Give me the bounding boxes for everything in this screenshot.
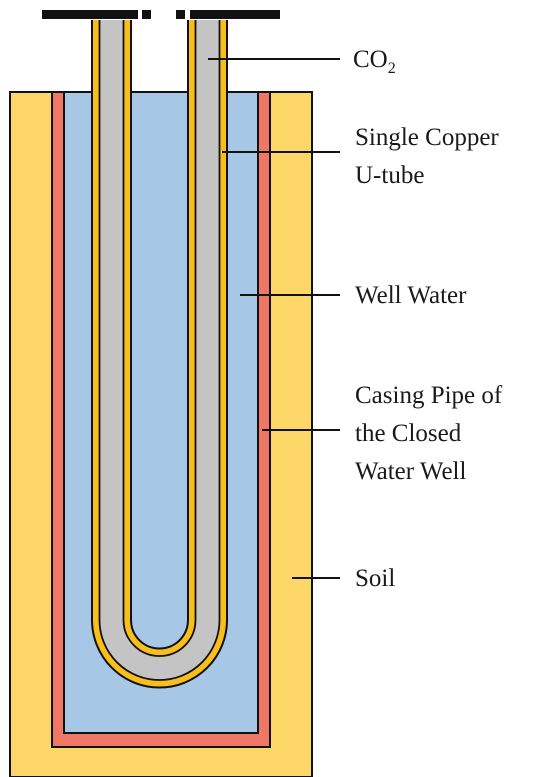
- label-well-water: Well Water: [355, 282, 467, 309]
- label-soil: Soil: [355, 565, 395, 592]
- u-tube-inner-edge: [130, 20, 189, 650]
- label-casing-line1: Casing Pipe of: [355, 382, 503, 409]
- co2-fluid: [99, 20, 220, 680]
- label-u-tube-line1: Single Copper: [355, 124, 499, 151]
- label-casing-line3: Water Well: [355, 458, 466, 485]
- co2-fluid-outer-edge: [98, 20, 221, 681]
- label-co2: CO2: [353, 46, 396, 77]
- co2-fluid-inner-edge: [122, 20, 197, 657]
- u-tube-outer-edge: [91, 20, 228, 689]
- label-u-tube-line2: U-tube: [355, 162, 424, 189]
- top-plate-right: [190, 10, 280, 19]
- top-plate-dot-1: [142, 10, 151, 19]
- top-plate-dot-2: [176, 10, 185, 19]
- top-plate-left: [42, 10, 138, 19]
- label-casing-line2: the Closed: [355, 420, 462, 447]
